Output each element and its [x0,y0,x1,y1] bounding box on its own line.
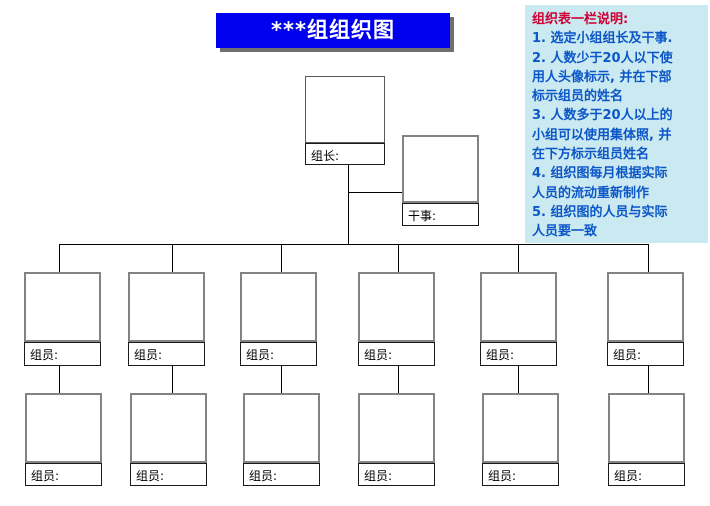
org-box-officer: 干事: [402,135,479,226]
member-photo-placeholder [358,393,435,463]
member-label: 组员: [608,463,685,486]
org-box-member: 组员: [24,272,101,366]
connector-stub [172,366,173,393]
member-photo-placeholder [482,393,559,463]
note-line: 小组可以使用集体照, 并 [532,127,672,143]
connector-stub [59,244,60,272]
member-photo-placeholder [608,393,685,463]
org-box-member: 组员: [607,272,684,366]
connector-stub [398,366,399,393]
org-box-member: 组员: [482,393,559,486]
note-line: 3. 人数多于20人以上的 [532,108,673,124]
connector-stub [59,366,60,393]
member-photo-placeholder [24,272,101,342]
member-label: 组员: [24,342,101,366]
member-photo-placeholder [25,393,102,463]
note-line: 4. 组织图每月根据实际 [532,166,668,182]
note-title: 组织表一栏说明: [532,12,629,27]
connector-stub [648,244,649,272]
page-title-banner: ***组组织图 [216,13,450,48]
legend-note-panel: 组织表一栏说明: 1. 选定小组组长及干事. 2. 人数少于20人以下使 用人头… [525,5,708,243]
member-photo-placeholder [128,272,205,342]
org-box-leader: 组长: [305,76,385,165]
org-box-member: 组员: [128,272,205,366]
note-line: 5. 组织图的人员与实际 [532,204,668,220]
note-line: 标示组员的姓名 [532,89,624,105]
connector-stub [281,244,282,272]
org-box-member: 组员: [25,393,102,486]
officer-label: 干事: [402,203,479,226]
connector-stub [648,366,649,393]
connector-stub [172,244,173,272]
note-line: 人员的流动重新制作 [532,185,650,201]
leader-label: 组长: [305,143,385,165]
member-photo-placeholder [607,272,684,342]
member-label: 组员: [240,342,317,366]
member-label: 组员: [480,342,557,366]
connector-leader-drop [348,165,349,244]
member-label: 组员: [128,342,205,366]
connector-officer-branch [348,192,403,193]
org-box-member: 组员: [130,393,207,486]
member-photo-placeholder [358,272,435,342]
member-photo-placeholder [130,393,207,463]
member-label: 组员: [130,463,207,486]
connector-distribution-line [59,244,649,245]
member-label: 组员: [243,463,320,486]
member-photo-placeholder [243,393,320,463]
member-photo-placeholder [240,272,317,342]
org-box-member: 组员: [608,393,685,486]
member-label: 组员: [607,342,684,366]
note-line: 人员要一致 [532,224,598,240]
connector-stub [398,244,399,272]
connector-stub [518,244,519,272]
member-label: 组员: [25,463,102,486]
leader-photo-placeholder [305,76,385,143]
connector-stub [518,366,519,393]
org-box-member: 组员: [358,393,435,486]
note-line: 在下方标示组员姓名 [532,147,650,163]
note-line: 用人头像标示, 并在下部 [532,69,672,85]
org-box-member: 组员: [240,272,317,366]
org-box-member: 组员: [358,272,435,366]
note-line: 1. 选定小组组长及干事. [532,31,673,47]
connector-stub [281,366,282,393]
member-label: 组员: [482,463,559,486]
member-label: 组员: [358,342,435,366]
org-box-member: 组员: [480,272,557,366]
org-box-member: 组员: [243,393,320,486]
officer-photo-placeholder [402,135,479,203]
note-line: 2. 人数少于20人以下使 [532,50,673,66]
member-label: 组员: [358,463,435,486]
member-photo-placeholder [480,272,557,342]
